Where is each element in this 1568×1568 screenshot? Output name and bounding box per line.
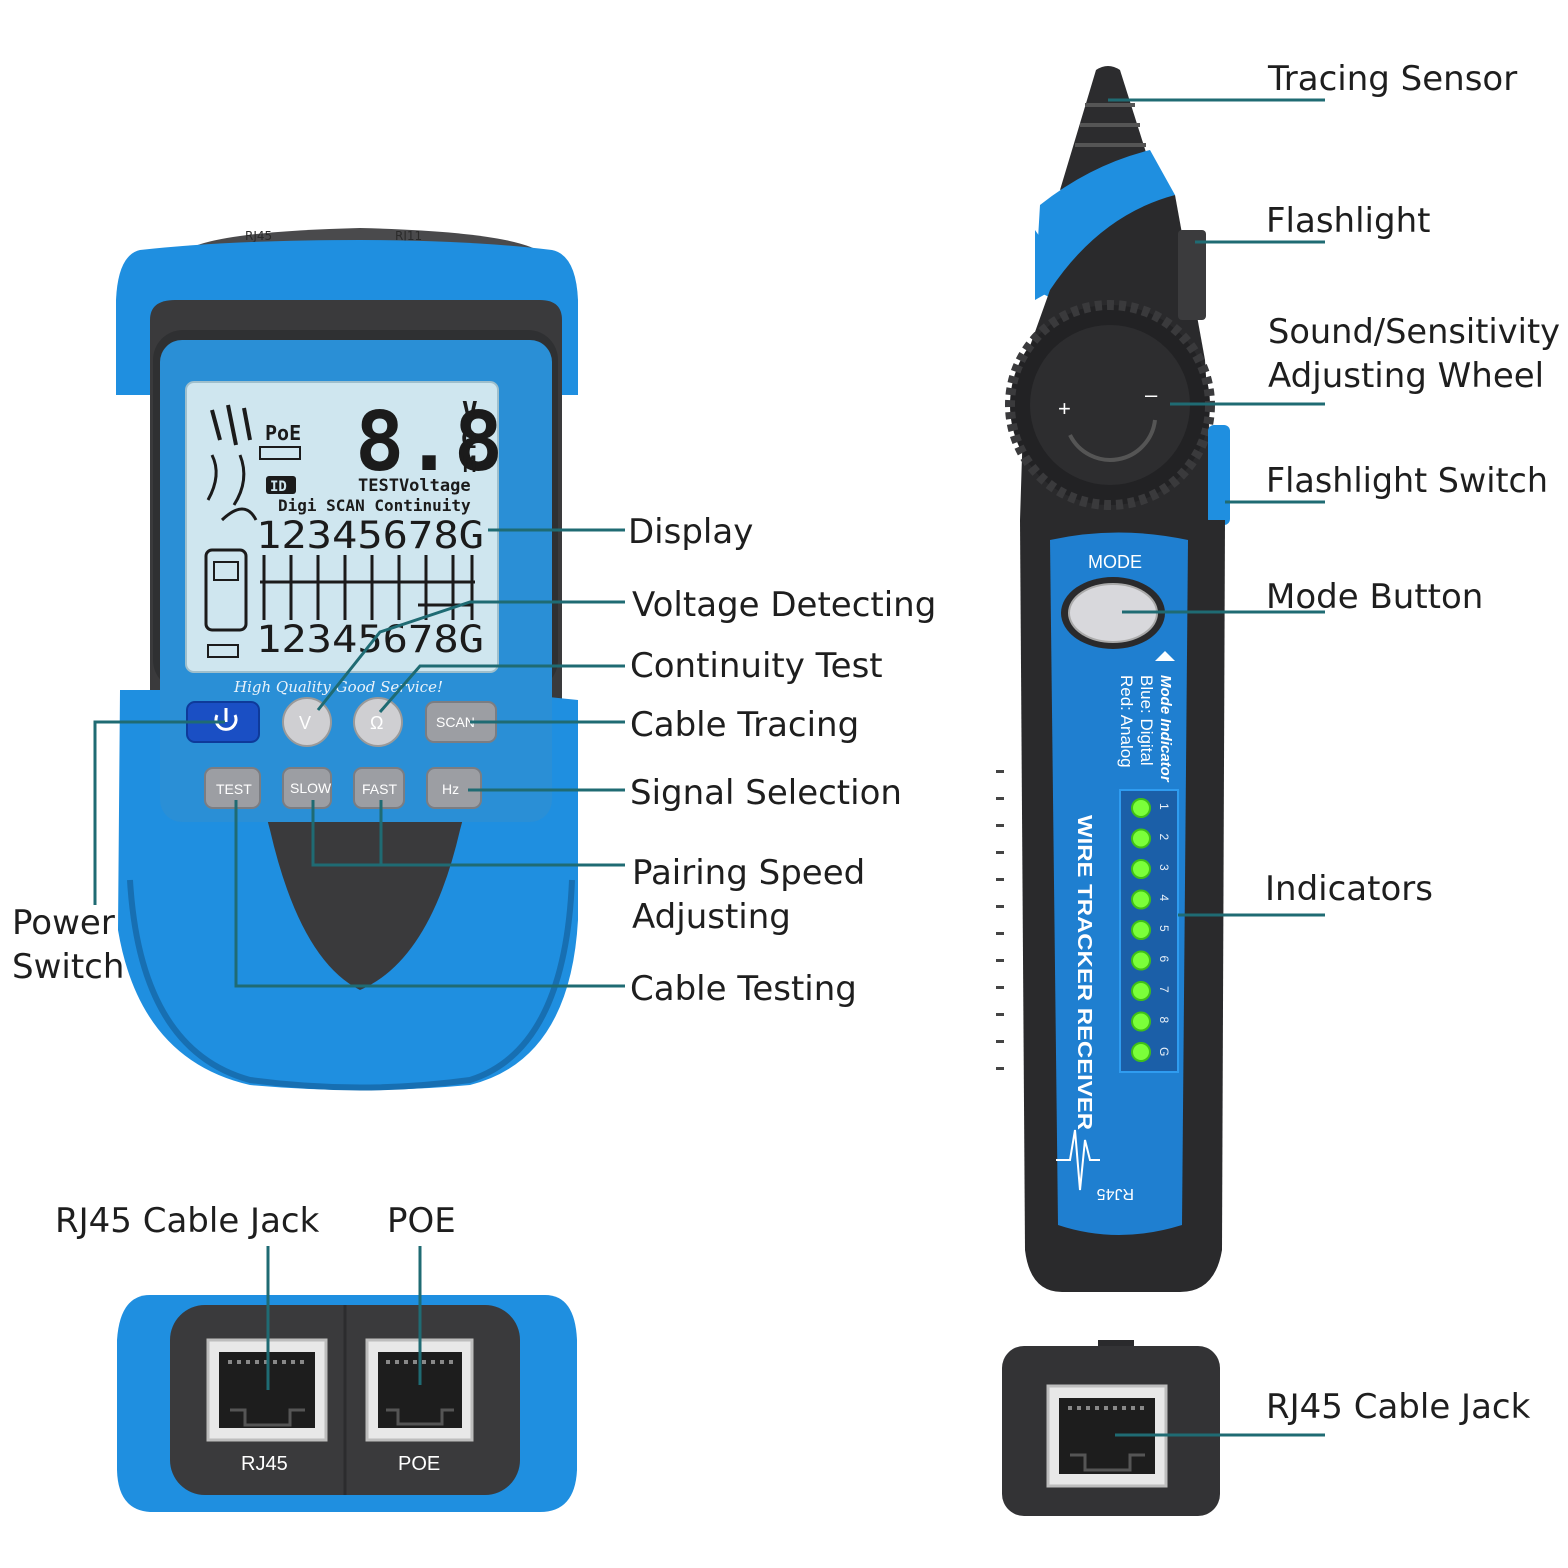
- wheel-minus-label: –: [1145, 382, 1158, 407]
- callout-flashlight: Flashlight: [1266, 201, 1430, 241]
- callout-pairing-speed-line2: Adjusting: [632, 897, 791, 937]
- callout-display: Display: [628, 512, 753, 552]
- callout-tracing-sensor: Tracing Sensor: [1267, 59, 1517, 99]
- callout-continuity-test: Continuity Test: [630, 646, 883, 686]
- port-label-rj45: RJ45: [241, 1453, 288, 1475]
- slow-button[interactable]: [282, 767, 332, 809]
- lcd-pins-bottom: 12345678G: [256, 618, 484, 661]
- top-port-label-rj11: RJ11: [395, 229, 422, 243]
- indicator-led-5: [1131, 920, 1151, 940]
- indicator-label-7: 7: [1157, 986, 1171, 993]
- indicator-label-G: G: [1157, 1047, 1171, 1056]
- power-icon: [214, 708, 238, 731]
- callout-receiver-rj45-cable-jack: RJ45 Cable Jack: [1266, 1387, 1531, 1427]
- callout-labels: Display Voltage Detecting Continuity Tes…: [12, 59, 1560, 1427]
- callout-cable-tracing: Cable Tracing: [630, 705, 859, 745]
- indicator-led-G: [1131, 1042, 1151, 1062]
- mode-label: MODE: [1088, 552, 1142, 572]
- indicator-led-6: [1131, 950, 1151, 971]
- callout-voltage-detecting: Voltage Detecting: [632, 585, 936, 625]
- mode-indicator-red: Red: Analog: [1117, 675, 1136, 768]
- lcd-test-voltage: TESTVoltage: [358, 476, 471, 496]
- receiver-bottom-view: [1002, 1340, 1220, 1516]
- callout-flashlight-switch: Flashlight Switch: [1266, 461, 1548, 501]
- fast-button-label: FAST: [362, 781, 397, 797]
- lcd-modes: Digi SCAN Continuity: [278, 496, 471, 515]
- leader-lines: [93, 98, 1325, 1437]
- flashlight-switch[interactable]: [1208, 425, 1230, 525]
- test-button[interactable]: [204, 767, 261, 809]
- indicator-label-1: 1: [1157, 803, 1171, 810]
- fast-button[interactable]: [353, 767, 405, 809]
- callout-mode-button: Mode Button: [1266, 577, 1483, 617]
- transmitter-bottom-view: RJ45 POE: [117, 1295, 577, 1512]
- indicator-label-4: 4: [1157, 895, 1171, 902]
- continuity-button-label: Ω: [370, 713, 383, 733]
- indicator-label-5: 5: [1157, 925, 1171, 932]
- test-button-label: TEST: [216, 781, 252, 797]
- callout-cable-testing: Cable Testing: [630, 969, 857, 1009]
- callout-wheel-line1: Sound/Sensitivity: [1268, 312, 1560, 352]
- brand-text: WIRE TRACKER RECEIVER: [1073, 815, 1095, 1131]
- lcd-unit-ohm: Ω: [461, 425, 477, 455]
- lcd-poe-label: PoE: [265, 421, 301, 445]
- indicator-led-4: [1131, 889, 1151, 910]
- mode-indicator-title: Mode Indicator: [1157, 675, 1174, 783]
- mode-indicator-blue: Blue: Digital: [1137, 675, 1156, 766]
- lcd-id-label: ID: [270, 479, 287, 495]
- receiver-port-label: RJ45: [1097, 1185, 1134, 1202]
- transmitter-unit: RJ45 RJ11 PoE ID 8.8 V Ω: [116, 228, 578, 1091]
- callout-wheel-line2: Adjusting Wheel: [1268, 356, 1544, 396]
- callout-poe: POE: [387, 1201, 456, 1241]
- lcd-contents: PoE ID 8.8 V Ω M TESTVoltage Digi SCAN C…: [204, 395, 503, 661]
- hz-button[interactable]: [426, 767, 482, 809]
- lcd-pins-top: 12345678G: [256, 514, 484, 557]
- wheel-plus-label: +: [1058, 396, 1071, 421]
- hz-button-label: Hz: [442, 781, 459, 797]
- indicator-led-1: [1131, 798, 1151, 818]
- indicator-led-3: [1131, 859, 1151, 879]
- indicator-label-3: 3: [1157, 864, 1171, 871]
- callout-signal-selection: Signal Selection: [630, 773, 902, 813]
- callout-indicators: Indicators: [1265, 869, 1433, 909]
- voltage-button-label: V: [299, 713, 311, 733]
- callout-power-switch-line2: Switch: [12, 947, 124, 987]
- indicator-led-2: [1131, 828, 1151, 849]
- lcd-unit-m: M: [463, 453, 476, 478]
- slow-button-label: SLOW: [290, 780, 332, 796]
- lcd-unit-v: V: [462, 397, 478, 427]
- indicator-label-6: 6: [1157, 956, 1171, 963]
- indicator-led-8: [1131, 1011, 1151, 1032]
- indicator-leds: 1 2 3 4 5 6 7 8G: [1131, 798, 1171, 1062]
- indicator-led-7: [1131, 981, 1151, 1001]
- scan-button-label: SCAN: [436, 714, 475, 730]
- callout-power-switch-line1: Power: [12, 903, 115, 943]
- sensitivity-wheel[interactable]: + –: [1005, 300, 1215, 510]
- indicator-label-8: 8: [1157, 1017, 1171, 1024]
- top-port-label-rj45: RJ45: [245, 229, 272, 243]
- continuity-button[interactable]: [353, 697, 403, 747]
- receiver-unit: + – MODE Mode Indicator Blue: Digital Re…: [996, 66, 1230, 1292]
- port-label-poe: POE: [398, 1453, 440, 1475]
- callout-pairing-speed-line1: Pairing Speed: [632, 853, 865, 893]
- indicator-label-2: 2: [1157, 834, 1171, 841]
- lcd-big-digits: 8.8: [355, 395, 503, 490]
- callout-rj45-cable-jack: RJ45 Cable Jack: [55, 1201, 320, 1241]
